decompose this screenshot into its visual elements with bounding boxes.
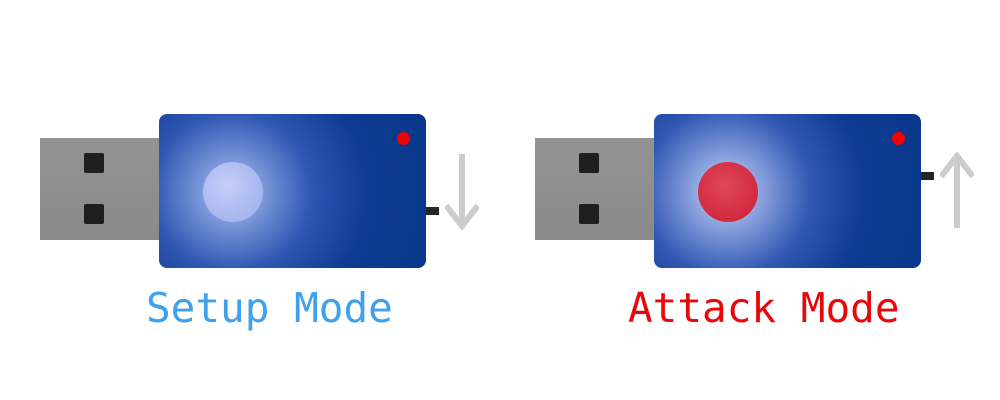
arrow-down-icon <box>445 154 479 230</box>
usb-connector <box>40 138 165 240</box>
mode-switch <box>426 207 439 215</box>
device-body <box>159 114 426 268</box>
attack-mode-label: Attack Mode <box>628 284 900 332</box>
usb-device-attack-mode <box>530 110 990 275</box>
status-led <box>892 132 905 145</box>
arrow-up-icon <box>940 152 974 228</box>
connector-hole <box>84 153 104 173</box>
mode-switch <box>921 172 934 180</box>
usb-connector <box>535 138 660 240</box>
status-led <box>397 132 410 145</box>
connector-hole <box>579 153 599 173</box>
connector-hole <box>579 204 599 224</box>
led-button <box>698 162 758 222</box>
device-body <box>654 114 921 268</box>
usb-device-setup-mode <box>35 110 495 275</box>
setup-mode-label: Setup Mode <box>146 284 393 332</box>
led-button <box>203 162 263 222</box>
connector-hole <box>84 204 104 224</box>
